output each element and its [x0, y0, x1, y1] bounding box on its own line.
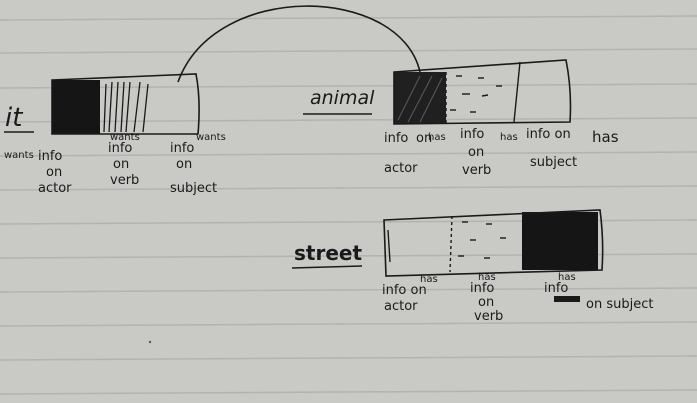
segment-subject-solid: [522, 212, 598, 270]
svg-text:actor: actor: [384, 161, 418, 176]
svg-text:wants: wants: [196, 132, 226, 143]
svg-text:actor: actor: [38, 181, 72, 196]
svg-text:subject: subject: [530, 155, 577, 170]
svg-text:has: has: [420, 274, 438, 285]
word-label: it: [5, 103, 23, 133]
svg-text:info: info: [470, 281, 494, 296]
word-label: street: [294, 241, 362, 265]
box-outline: [383, 209, 604, 277]
svg-text:subject: subject: [170, 181, 217, 196]
segment-verb-dotted: [450, 75, 502, 113]
segment-verb-hatched: [103, 81, 149, 133]
svg-text:verb: verb: [462, 163, 491, 178]
hatch-lines: [397, 75, 443, 123]
svg-text:has: has: [592, 128, 619, 146]
svg-text:info: info: [384, 131, 408, 146]
svg-text:info on: info on: [526, 127, 571, 142]
svg-text:on: on: [46, 165, 62, 180]
segment-verb-dotted: [458, 221, 506, 259]
svg-text:has: has: [428, 132, 446, 143]
svg-text:verb: verb: [110, 173, 139, 188]
svg-text:on subject: on subject: [586, 297, 653, 312]
svg-text:has: has: [558, 272, 576, 283]
row-it: it wants info on actor wants info on ver…: [4, 73, 226, 196]
svg-text:on: on: [416, 131, 432, 146]
box-outline: [393, 59, 572, 125]
box-outline: [51, 73, 200, 135]
segment-labels: wants info on actor wants info on verb w…: [4, 132, 226, 196]
word-label: animal: [310, 87, 375, 109]
scribble-out: [554, 296, 580, 302]
svg-text:wants: wants: [110, 132, 140, 143]
connector-arc: [177, 5, 421, 83]
svg-text:info: info: [170, 141, 194, 156]
svg-text:info: info: [544, 281, 568, 296]
row-animal: animal info on has actor info on ha: [303, 59, 619, 178]
svg-text:verb: verb: [474, 309, 503, 324]
svg-text:info on: info on: [382, 283, 427, 298]
svg-text:on: on: [468, 145, 484, 160]
svg-text:info: info: [460, 127, 484, 142]
svg-text:has: has: [500, 132, 518, 143]
segment-actor-solid: [52, 80, 100, 134]
stray-mark: [148, 340, 152, 344]
segment-labels: info on has actor info on has verb info …: [384, 127, 619, 178]
svg-text:wants: wants: [4, 150, 34, 161]
svg-text:on: on: [176, 157, 192, 172]
row-street: street has info on actor has info on ver…: [291, 209, 653, 324]
svg-text:info: info: [38, 149, 62, 164]
svg-text:info: info: [108, 141, 132, 156]
svg-text:has: has: [478, 272, 496, 283]
ruled-lines: [0, 15, 697, 395]
svg-text:on: on: [113, 157, 129, 172]
segment-labels: has info on actor has info on verb has i…: [382, 272, 653, 324]
svg-text:on: on: [478, 295, 494, 310]
svg-text:actor: actor: [384, 299, 418, 314]
